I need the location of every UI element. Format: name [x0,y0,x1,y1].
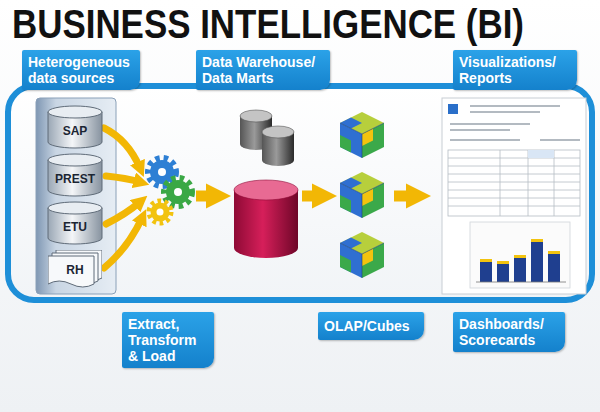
section-tab: OLAP/Cubes [318,312,424,340]
node-label: Dashboards/ Scorecards [459,316,559,348]
warehouse-cylinders [234,110,298,258]
report-thumbnail [442,98,586,294]
etl-gears [148,158,192,223]
node-label: ETU [63,221,87,234]
source-document: RH [48,250,102,290]
node-label: Extract, Transform & Load [128,316,208,364]
section-tab: Heterogeneous data sources [22,50,140,90]
olap-cubes [340,112,384,278]
source-arrows [104,128,142,268]
node-label: Heterogeneous data sources [28,54,134,86]
section-tab: Extract, Transform & Load [122,312,214,368]
node-label: RH [66,264,83,277]
section-tab: Dashboards/ Scorecards [453,312,565,352]
frame [8,86,592,300]
node-label: OLAP/Cubes [324,318,410,334]
section-tab: Data Warehouse/ Data Marts [196,50,330,90]
node-label: PREST [55,173,95,186]
source-cylinder: PREST [46,152,104,198]
node-label: SAP [63,125,88,138]
node-label: Visualizations/ Reports [459,54,571,86]
diagram-title: BUSINESS INTELLIGENCE (BI) [12,2,524,46]
source-cylinder: SAP [46,104,104,150]
section-tab: Visualizations/ Reports [453,50,577,90]
source-cylinder: ETU [46,200,104,246]
node-label: Data Warehouse/ Data Marts [202,54,324,86]
